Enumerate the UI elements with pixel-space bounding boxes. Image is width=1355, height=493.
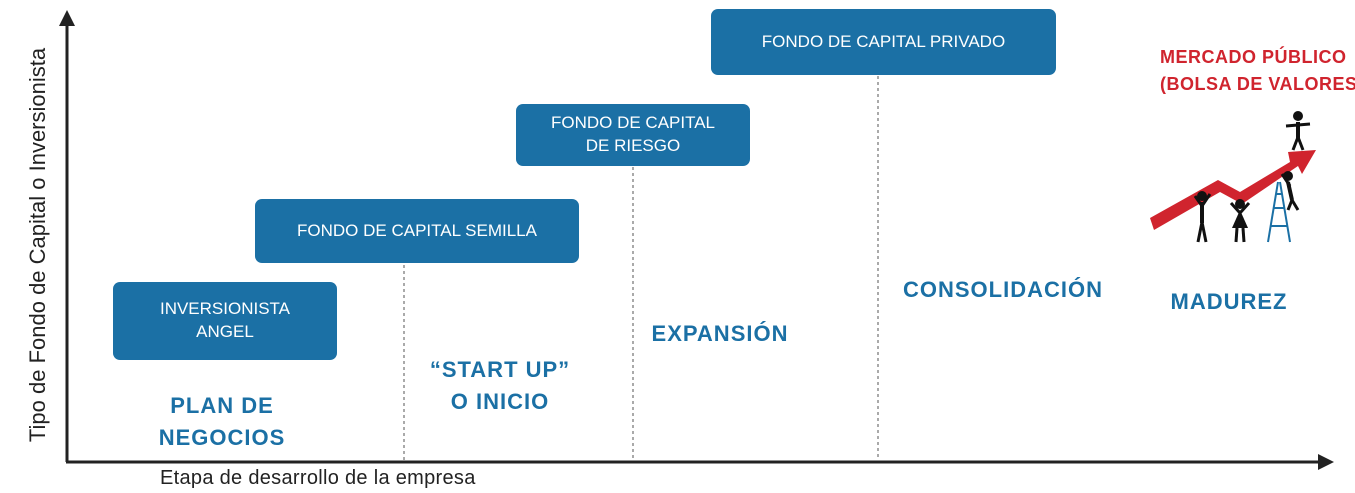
fund-risk-line-2: DE RIESGO	[585, 136, 681, 155]
stage-plan-line-2: NEGOCIOS	[158, 424, 286, 450]
y-axis-label: Tipo de Fondo de Capital o Inversionista	[25, 47, 50, 443]
stage-startup: “START UP” O INICIO	[430, 354, 570, 418]
people-climbing-rising-arrow-icon	[1150, 111, 1316, 243]
fund-angel-line-2: ANGEL	[196, 322, 254, 341]
fund-risk-line-1: FONDO DE CAPITAL	[550, 113, 716, 133]
public-market-line-2: (BOLSA DE VALORES	[1160, 74, 1355, 94]
person-ladder-icon	[1280, 171, 1300, 211]
stage-consolidation: CONSOLIDACIÓN	[903, 277, 1103, 302]
ladder-icon	[1267, 181, 1291, 243]
person-left-icon	[1193, 191, 1212, 243]
fund-box-risk: FONDO DE CAPITAL DE RIESGO	[516, 104, 750, 166]
fund-box-angel: INVERSIONISTA ANGEL	[113, 282, 337, 360]
y-axis-arrowhead	[59, 10, 75, 26]
stage-maturity: MADUREZ	[1170, 289, 1288, 314]
fund-box-seed: FONDO DE CAPITAL SEMILLA	[255, 199, 579, 263]
rising-arrow-icon	[1150, 150, 1316, 230]
stage-plan: PLAN DE NEGOCIOS	[159, 390, 286, 454]
stage-startup-line-1: “START UP”	[429, 357, 571, 382]
public-market-line-1: MERCADO PÚBLICO	[1160, 47, 1347, 67]
person-middle-icon	[1229, 199, 1251, 243]
public-market-label: MERCADO PÚBLICO (BOLSA DE VALORES	[1160, 44, 1355, 98]
x-axis-arrowhead	[1318, 454, 1334, 470]
stage-plan-line-1: PLAN DE	[170, 393, 274, 418]
x-axis-label: Etapa de desarrollo de la empresa	[160, 467, 476, 489]
fund-private-label: FONDO DE CAPITAL PRIVADO	[761, 31, 1006, 51]
stage-startup-line-2: O INICIO	[450, 388, 550, 414]
stage-expansion: EXPANSIÓN	[651, 321, 789, 346]
fund-box-private: FONDO DE CAPITAL PRIVADO	[711, 9, 1056, 75]
fund-angel-line-1: INVERSIONISTA	[159, 299, 291, 319]
fund-seed-label: FONDO DE CAPITAL SEMILLA	[297, 220, 537, 240]
person-top-icon	[1285, 111, 1311, 151]
